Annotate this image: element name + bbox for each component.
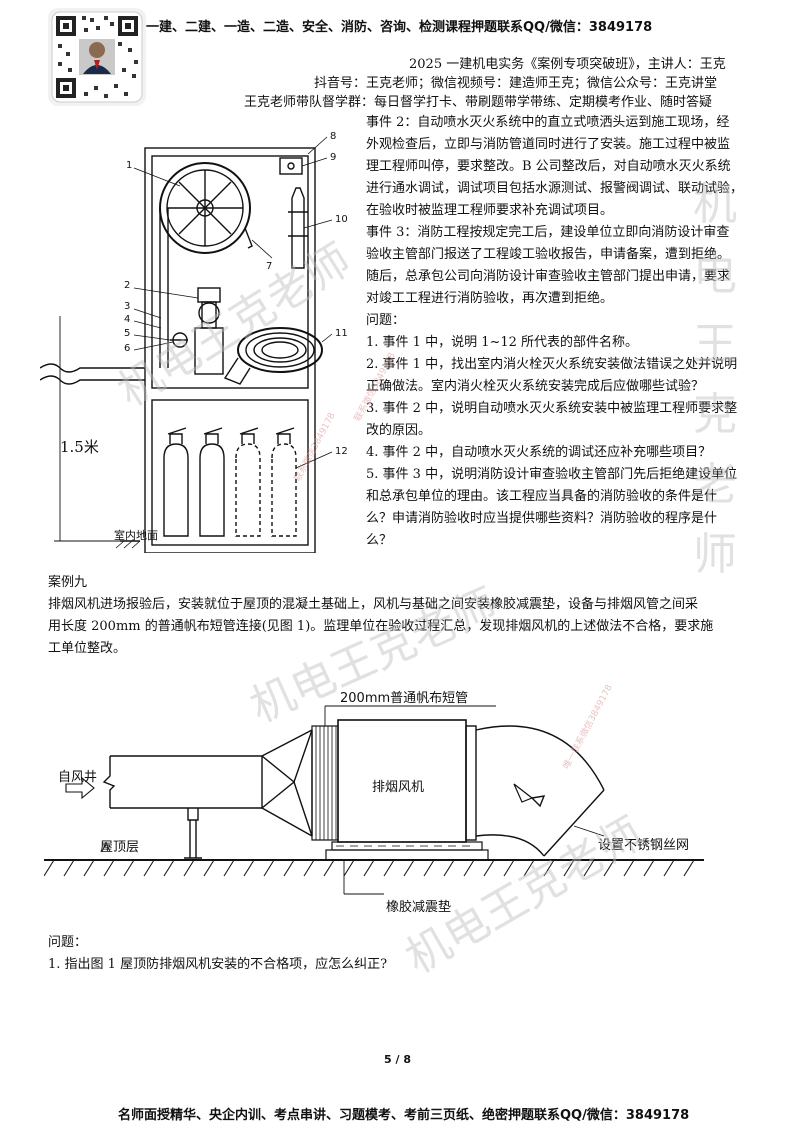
- text-line: 在验收时被监理工程师要求补充调试项目。: [366, 203, 614, 218]
- right-column-text: 事件 2：自动喷水灭火系统中的直立式喷洒头运到施工现场，经 外观检查后，立即与消…: [366, 112, 743, 552]
- top-contact-banner: 一建、二建、一造、二造、安全、消防、咨询、检测课程押题联系QQ/微信：38491…: [146, 20, 653, 35]
- text-line: 进行通水调试，调试项目包括水源测试、报警阀调试、联动试验，: [366, 181, 744, 196]
- reducer: [261, 729, 313, 837]
- text-line: 事件 3：消防工程按规定完工后，建设单位立即向消防设计审查: [366, 225, 730, 240]
- text-line: 外观检查后，立即与消防管道同时进行了安装。施工过程中被监: [366, 137, 731, 152]
- rolled-hose: [237, 327, 323, 373]
- shaft-label: 自风井: [58, 770, 98, 785]
- inlet-duct: [110, 755, 262, 809]
- questions-heading: 问题：: [48, 935, 88, 950]
- hydrant-cabinet-figure: [40, 136, 333, 553]
- watermark-char: 机电王克老师: [693, 179, 737, 580]
- part-label-6: 6: [124, 343, 131, 354]
- page-number: 5 / 8: [384, 1053, 411, 1066]
- mesh-label: 设置不锈钢丝网: [598, 838, 690, 853]
- floor-label: 室内地面: [114, 529, 158, 542]
- upper-compartment: [151, 155, 309, 389]
- course-title-line: 2025 一建机电实务《案例专项突破班》，主讲人：王克: [409, 57, 726, 72]
- question-line: 正确做法。室内消火栓灭火系统安装完成后应做哪些试验？: [366, 379, 705, 394]
- fan-label: 排烟风机: [372, 780, 425, 795]
- outlet-elbow: [475, 725, 605, 791]
- part-label-3: 3: [124, 301, 131, 312]
- question-line: 么？: [366, 533, 393, 548]
- part-label-11: 11: [335, 328, 348, 339]
- qr-code-image: [48, 8, 146, 106]
- part-label-4: 4: [124, 314, 131, 325]
- case-paragraph: 排烟风机进场报验后，安装就位于屋顶的混凝土基础上，风机与基础之间安装橡胶减震垫，…: [48, 594, 713, 660]
- questions-heading: 问题：: [366, 313, 406, 328]
- height-dimension-label: 1.5米: [60, 438, 99, 456]
- part-label-8: 8: [330, 131, 337, 142]
- paragraph-line: 工单位整改。: [48, 641, 127, 656]
- part-label-9: 9: [330, 152, 337, 163]
- text-line: 事件 2：自动喷水灭火系统中的直立式喷洒头运到施工现场，经: [366, 115, 730, 130]
- part-label-5: 5: [124, 328, 131, 339]
- question-1: 1. 指出图 1 屋顶防排烟风机安装的不合格项，应怎么纠正?: [48, 957, 388, 972]
- part-label-1: 1: [126, 160, 133, 171]
- smoke-exhaust-fan-figure: [44, 705, 704, 895]
- text-line: 随后，总承包公司向消防设计审查验收主管部门提出申请，要求: [366, 269, 731, 284]
- question-line: 5. 事件 3 中，说明消防设计审查验收主管部门先后拒绝建设单位: [366, 467, 738, 482]
- roof-label: 屋顶层: [100, 840, 140, 855]
- question-line: 么？申请消防验收时应当提供哪些资料？消防验收的程序是什: [366, 511, 718, 526]
- text-line: 理工程师叫停，要求整改。B 公司整改后，对自动喷水灭火系统: [366, 159, 731, 174]
- rubber-pad-label: 橡胶减震垫: [386, 900, 452, 915]
- question-line: 和总承包单位的理由。该工程应当具备的消防验收的条件是什: [366, 489, 718, 504]
- ground-hatch: [44, 859, 695, 877]
- part-label-2: 2: [124, 280, 131, 291]
- part-label-7: 7: [266, 261, 273, 272]
- social-media-line: 抖音号：王克老师；微信视频号：建造师王克；微信公众号：王克讲堂: [314, 76, 718, 91]
- watermark-vertical: 机电王克老师: [690, 170, 740, 590]
- case-title: 案例九: [48, 575, 88, 590]
- question-line: 4. 事件 2 中，自动喷水灭火系统的调试还应补充哪些项目？: [366, 445, 712, 460]
- canvas-connector-label: 200mm普通帆布短管: [340, 691, 469, 706]
- concrete-base: [325, 849, 489, 861]
- lower-compartment: [151, 399, 309, 546]
- text-line: 对竣工工程进行消防验收，再次遭到拒绝。: [366, 291, 614, 306]
- question-line: 2. 事件 1 中，找出室内消火栓灭火系统安装做法错误之处并说明: [366, 357, 738, 372]
- question-line: 1. 事件 1 中，说明 1~12 所代表的部件名称。: [366, 335, 639, 350]
- question-line: 改的原因。: [366, 423, 432, 438]
- inlet-arrow: [65, 776, 95, 800]
- study-group-line: 王克老师带队督学群：每日督学打卡、带刷题带学带练、定期模考作业、随时答疑: [244, 95, 713, 110]
- text-line: 验收主管部门报送了工程竣工验收报告，申请备案，遭到拒绝。: [366, 247, 731, 262]
- cabinet-outline: [144, 147, 316, 553]
- fire-extinguishers: [163, 427, 297, 537]
- part-label-12: 12: [335, 446, 348, 457]
- paragraph-line: 排烟风机进场报验后，安装就位于屋顶的混凝土基础上，风机与基础之间安装橡胶减震垫，…: [48, 597, 699, 612]
- part-label-10: 10: [335, 214, 348, 225]
- qr-code-graphic: [51, 11, 143, 103]
- paragraph-line: 用长度 200mm 的普通帆布短管连接(见图 1)。监理单位在验收过程汇总，发现…: [48, 619, 714, 634]
- footer-contact-banner: 名师面授精华、央企内训、考点串讲、习题模考、考前三页纸、绝密押题联系QQ/微信：…: [118, 1108, 690, 1123]
- question-line: 3. 事件 2 中，说明自动喷水灭火系统安装中被监理工程师要求整: [366, 401, 738, 416]
